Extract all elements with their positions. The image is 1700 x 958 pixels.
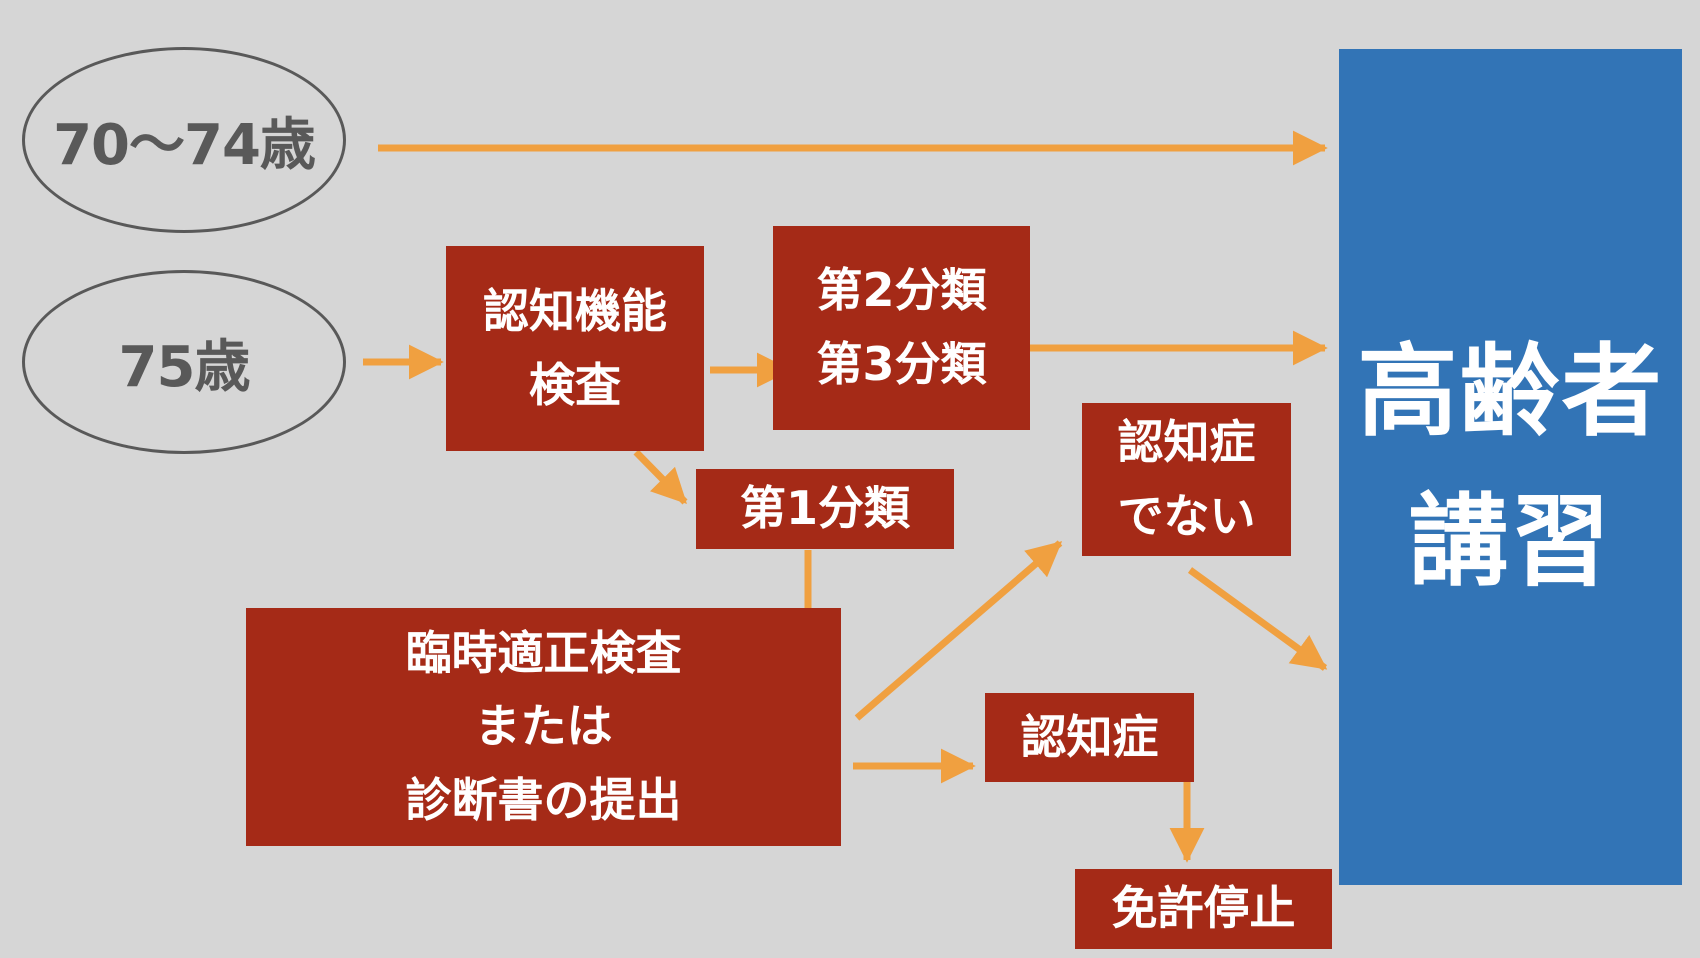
- dementia-box: 認知症: [985, 693, 1194, 782]
- category-1-label: 第1分類: [739, 481, 910, 536]
- elderly-course-label: 高齢者 講習: [1357, 333, 1664, 600]
- age-75-node: 75歳: [22, 270, 346, 454]
- age-70-74-label: 70〜74歳: [53, 112, 316, 178]
- arrow-exam-to-not-dementia: [854, 540, 1063, 721]
- special-exam-box: 臨時適正検査 または 診断書の提出: [246, 608, 841, 846]
- license-suspension-box: 免許停止: [1075, 869, 1332, 949]
- not-dementia-label: 認知症 でない: [1117, 414, 1256, 543]
- category-1-box: 第1分類: [696, 469, 954, 549]
- license-suspension-label: 免許停止: [1111, 881, 1296, 936]
- elderly-course-box: 高齢者 講習: [1339, 49, 1682, 885]
- special-exam-label: 臨時適正検査 または 診断書の提出: [405, 625, 682, 827]
- age-70-74-node: 70〜74歳: [22, 47, 346, 233]
- arrow-not-dementia-to-course: [1187, 567, 1328, 671]
- category-2-3-label: 第2分類 第3分類: [816, 263, 987, 391]
- arrow-test-to-category-1: [633, 449, 688, 505]
- cognitive-test-box: 認知機能 検査: [446, 246, 704, 451]
- cognitive-test-label: 認知機能 検査: [483, 283, 667, 412]
- category-2-3-box: 第2分類 第3分類: [773, 226, 1030, 430]
- dementia-label: 認知症: [1020, 709, 1159, 764]
- not-dementia-box: 認知症 でない: [1082, 403, 1291, 556]
- age-75-label: 75歳: [118, 334, 251, 400]
